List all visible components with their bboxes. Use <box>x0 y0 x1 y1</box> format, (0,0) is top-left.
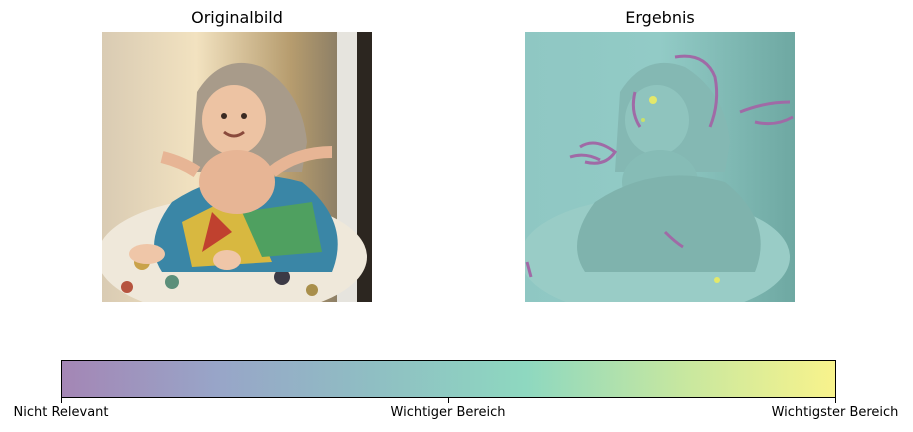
result-heatmap-image <box>525 32 795 302</box>
colorbar-tick-label: Nicht Relevant <box>13 405 109 420</box>
colorbar-tick-mark <box>61 398 62 403</box>
colorbar <box>61 360 836 398</box>
panel-title-result: Ergebnis <box>625 8 695 27</box>
colorbar-tick-label: Wichtiger Bereich <box>390 405 506 420</box>
colorbar-tick-mark <box>448 398 449 403</box>
panel-title-original: Originalbild <box>191 8 283 27</box>
original-image <box>102 32 372 302</box>
colorbar-tick-mark <box>835 398 836 403</box>
colorbar-tick-label: Wichtigster Bereich <box>771 405 899 420</box>
